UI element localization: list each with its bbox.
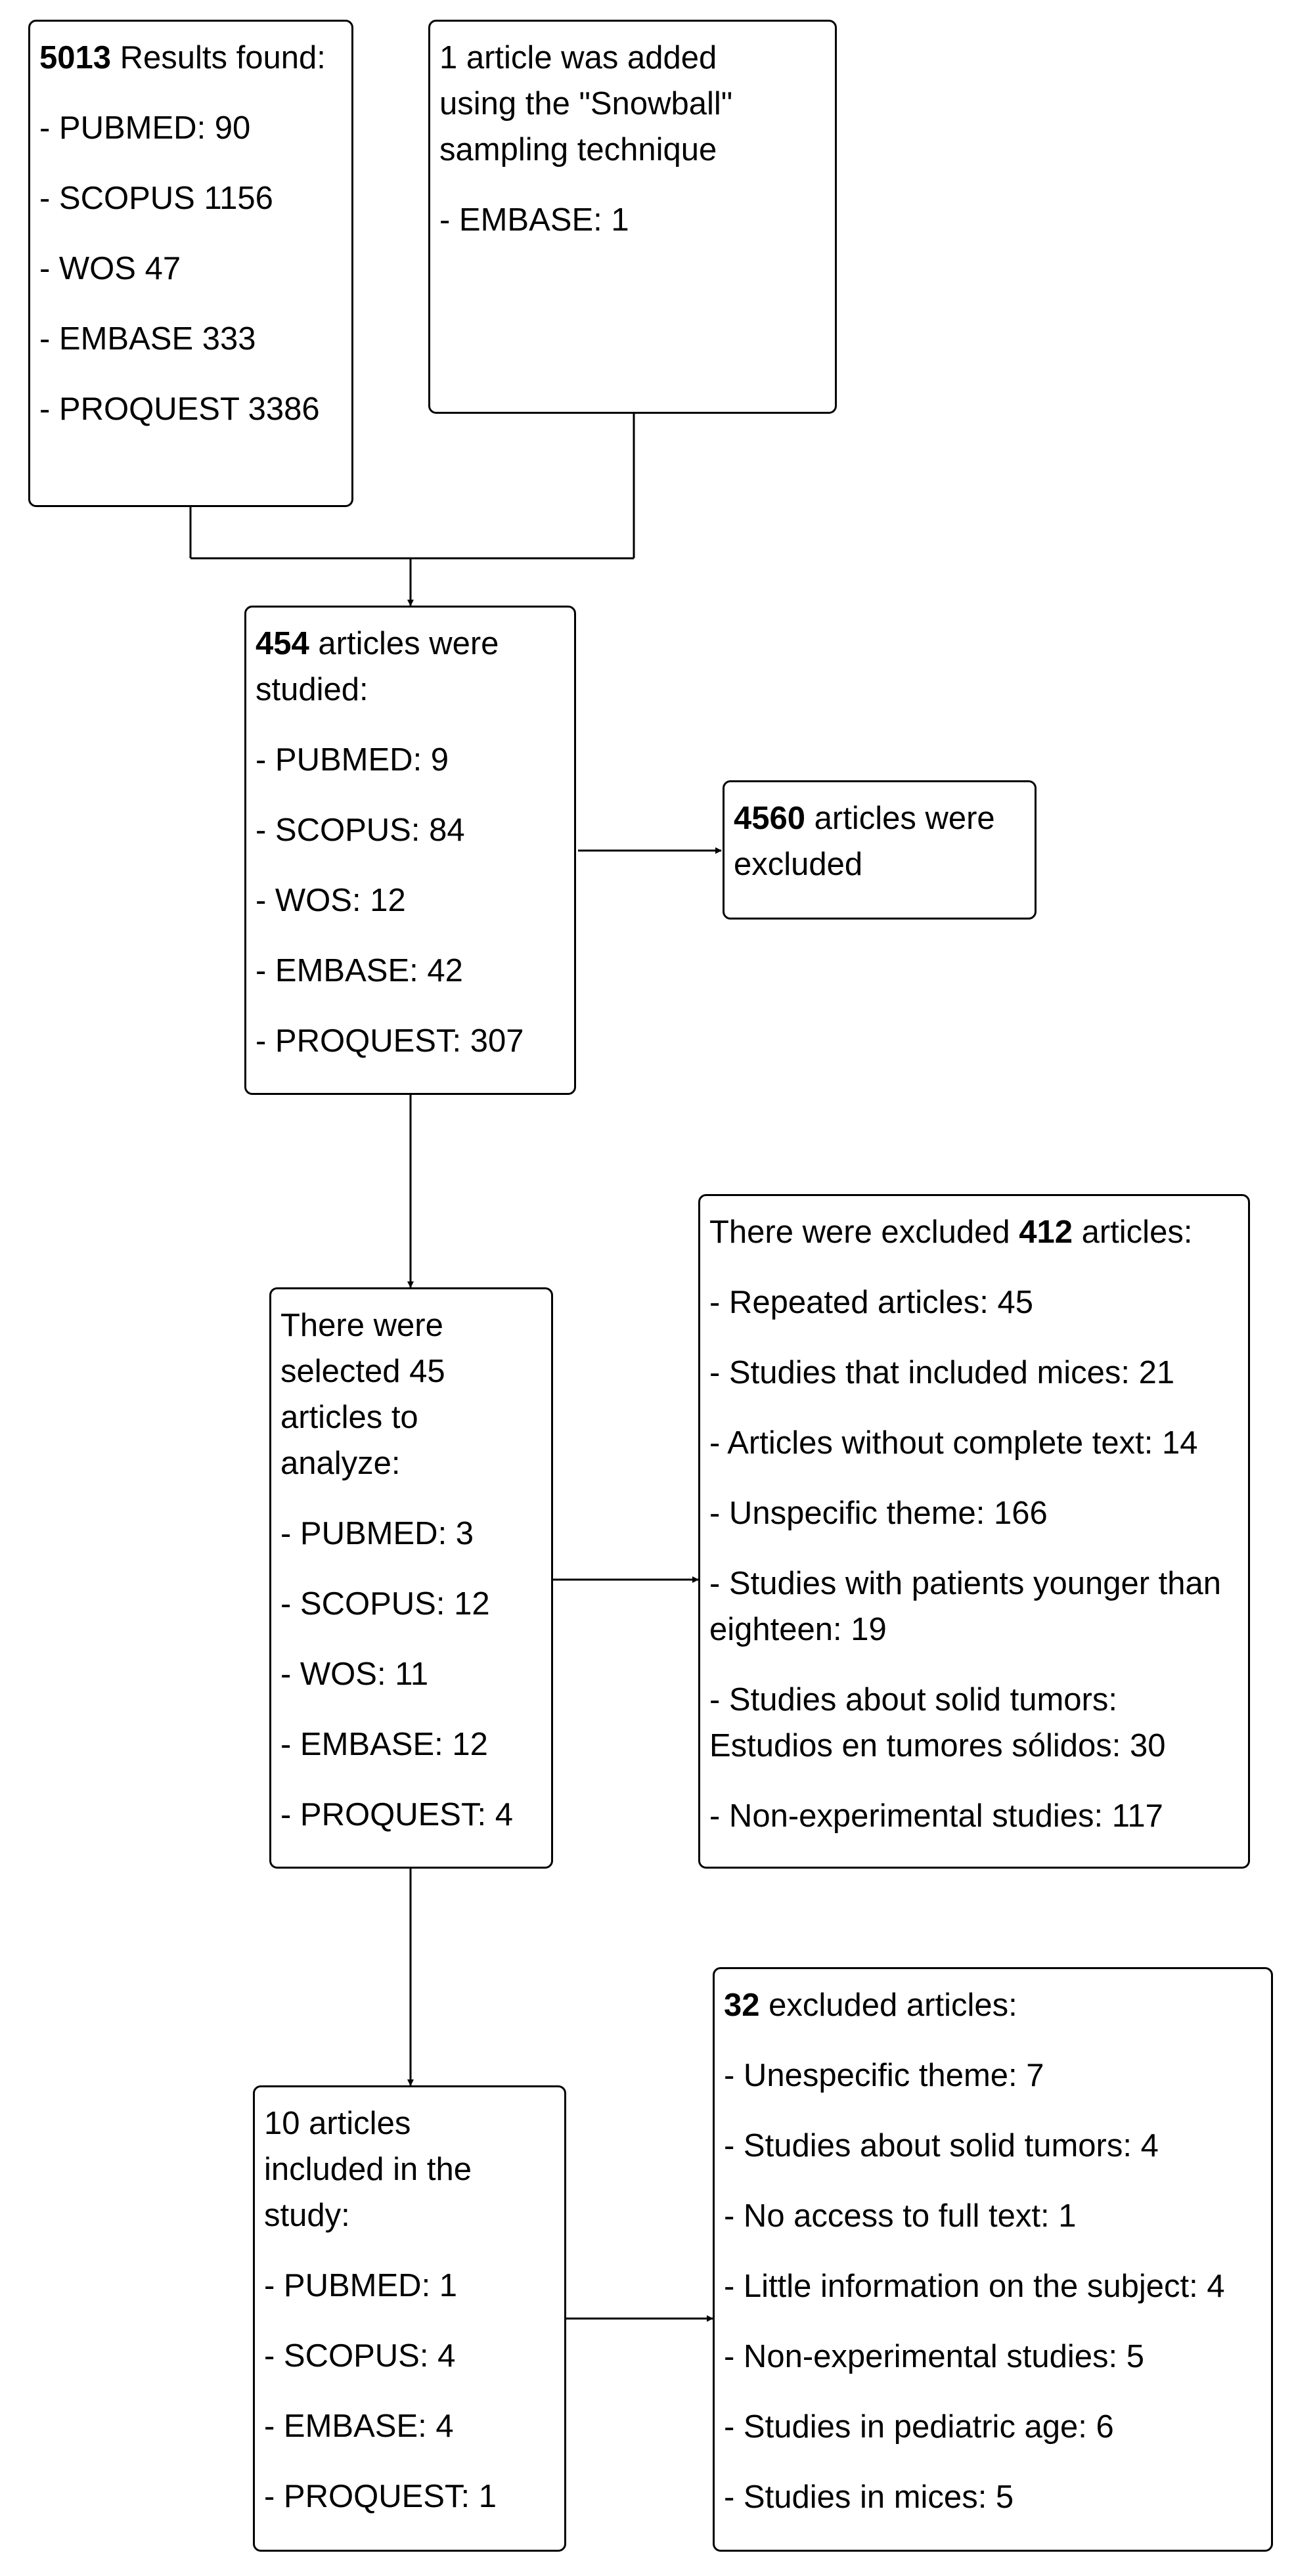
list-item: - WOS: 11 bbox=[280, 1656, 429, 1692]
list-item: - WOS: 12 bbox=[256, 883, 406, 918]
list-item: - PUBMED: 1 bbox=[264, 2268, 458, 2303]
list-item: - SCOPUS: 4 bbox=[264, 2338, 456, 2374]
excluded-first-heading-text: articles were excluded bbox=[734, 801, 995, 882]
excluded-third-box: 32 excluded articles: - Unespecific them… bbox=[713, 1967, 1273, 2552]
list-item: - Repeated articles: 45 bbox=[709, 1285, 1033, 1320]
list-item: - EMBASE 333 bbox=[39, 321, 256, 357]
included-box: 10 articles included in the study: - PUB… bbox=[253, 2085, 566, 2552]
excluded-third-heading-text: excluded articles: bbox=[769, 1988, 1017, 2023]
list-item: - Little information on the subject: 4 bbox=[724, 2269, 1225, 2304]
list-item: - EMBASE: 4 bbox=[264, 2409, 454, 2444]
excluded-third-heading: 32 excluded articles: bbox=[724, 1982, 1262, 2028]
list-item: - Articles without complete text: 14 bbox=[709, 1425, 1198, 1461]
list-item: - SCOPUS: 84 bbox=[256, 812, 465, 848]
list-item: - Studies in mices: 5 bbox=[724, 2479, 1014, 2515]
list-item: - EMBASE: 1 bbox=[439, 202, 629, 238]
excluded-first-heading: 4560 articles were excluded bbox=[734, 795, 1025, 887]
search-results-heading-text: Results found: bbox=[120, 40, 326, 76]
excluded-third-count: 32 bbox=[724, 1988, 760, 2023]
list-item: - EMBASE: 12 bbox=[280, 1727, 488, 1762]
list-item: - No access to full text: 1 bbox=[724, 2198, 1077, 2234]
list-item: - Studies with patients younger than eig… bbox=[709, 1566, 1222, 1647]
excluded-third-list: - Unespecific theme: 7 - Studies about s… bbox=[724, 2053, 1262, 2520]
list-item: - SCOPUS 1156 bbox=[39, 181, 273, 216]
excluded-second-box: There were excluded 412 articles: - Repe… bbox=[698, 1194, 1250, 1869]
list-item: - PUBMED: 90 bbox=[39, 110, 251, 146]
included-heading: 10 articles included in the study: bbox=[264, 2106, 472, 2233]
list-item: - PROQUEST: 1 bbox=[264, 2479, 497, 2514]
studied-count: 454 bbox=[256, 626, 309, 661]
excluded-second-heading-prefix: There were excluded bbox=[709, 1214, 1010, 1250]
snowball-heading: 1 article was added using the "Snowball"… bbox=[439, 40, 733, 167]
list-item: - PROQUEST: 307 bbox=[256, 1023, 524, 1059]
search-results-list: - PUBMED: 90 - SCOPUS 1156 - WOS 47 - EM… bbox=[39, 105, 342, 432]
list-item: - Studies about solid tumors: Estudios e… bbox=[709, 1682, 1166, 1764]
selected-list: - PUBMED: 3 - SCOPUS: 12 - WOS: 11 - EMB… bbox=[280, 1511, 542, 1838]
list-item: - PROQUEST: 4 bbox=[280, 1797, 513, 1832]
studied-box: 454 articles were studied: - PUBMED: 9 -… bbox=[244, 606, 576, 1095]
list-item: - WOS 47 bbox=[39, 251, 181, 286]
list-item: - Studies that included mices: 21 bbox=[709, 1355, 1175, 1390]
excluded-second-heading: There were excluded 412 articles: bbox=[709, 1209, 1239, 1255]
studied-heading: 454 articles were studied: bbox=[256, 621, 565, 713]
list-item: - PROQUEST 3386 bbox=[39, 391, 320, 427]
snowball-box: 1 article was added using the "Snowball"… bbox=[428, 20, 837, 414]
list-item: - Non-experimental studies: 117 bbox=[709, 1798, 1163, 1834]
list-item: - Non-experimental studies: 5 bbox=[724, 2339, 1145, 2374]
excluded-second-list: - Repeated articles: 45 - Studies that i… bbox=[709, 1279, 1239, 1839]
excluded-second-heading-suffix: articles: bbox=[1081, 1214, 1193, 1250]
excluded-second-count: 412 bbox=[1019, 1214, 1073, 1250]
list-item: - Unspecific theme: 166 bbox=[709, 1496, 1048, 1531]
studied-list: - PUBMED: 9 - SCOPUS: 84 - WOS: 12 - EMB… bbox=[256, 737, 565, 1064]
selected-box: There were selected 45 articles to analy… bbox=[269, 1287, 553, 1869]
list-item: - Unespecific theme: 7 bbox=[724, 2058, 1044, 2093]
selected-heading: There were selected 45 articles to analy… bbox=[280, 1308, 445, 1481]
included-list: - PUBMED: 1 - SCOPUS: 4 - EMBASE: 4 - PR… bbox=[264, 2263, 555, 2520]
list-item: - Studies about solid tumors: 4 bbox=[724, 2128, 1159, 2164]
excluded-first-box: 4560 articles were excluded bbox=[723, 780, 1037, 920]
studied-heading-text: articles were studied: bbox=[256, 626, 499, 707]
excluded-first-count: 4560 bbox=[734, 801, 806, 836]
list-item: - EMBASE: 42 bbox=[256, 953, 463, 988]
list-item: - PUBMED: 9 bbox=[256, 742, 449, 778]
search-results-heading: 5013 Results found: bbox=[39, 35, 342, 81]
list-item: - Studies in pediatric age: 6 bbox=[724, 2409, 1114, 2445]
list-item: - SCOPUS: 12 bbox=[280, 1586, 490, 1622]
snowball-list: - EMBASE: 1 bbox=[439, 197, 826, 243]
list-item: - PUBMED: 3 bbox=[280, 1516, 474, 1551]
search-results-count: 5013 bbox=[39, 40, 112, 76]
search-results-box: 5013 Results found: - PUBMED: 90 - SCOPU… bbox=[28, 20, 353, 507]
